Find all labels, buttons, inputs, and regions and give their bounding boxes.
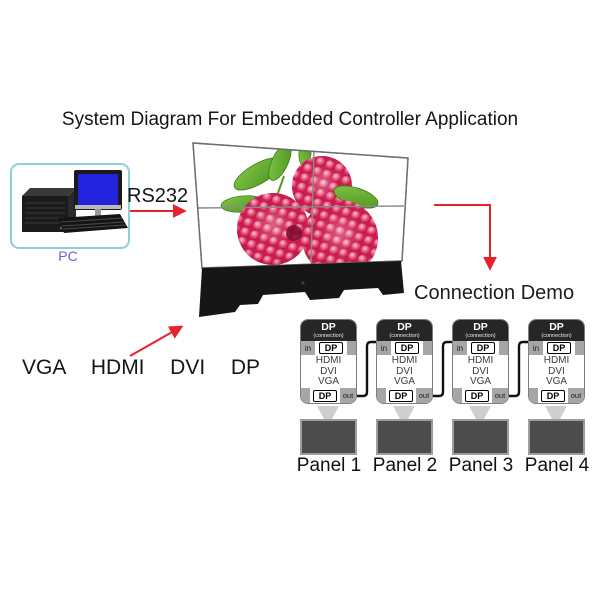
signal-hdmi: HDMI — [467, 354, 494, 366]
tab-spacer — [498, 341, 508, 355]
signal-dvi: DVI — [396, 365, 413, 377]
dp-in-port: DP — [318, 342, 344, 354]
dp-header-label: DP — [397, 321, 412, 333]
pc-illustration — [22, 170, 128, 233]
in-row: in DP — [529, 341, 584, 355]
down-funnel-arrows — [317, 406, 567, 419]
in-tab: in — [377, 341, 391, 355]
connection-box-4: DP (connection) in DP HDMI DVI VGA DP ou… — [528, 319, 585, 404]
connection-demo-arrow — [434, 204, 497, 271]
rs232-label: RS232 — [127, 185, 189, 207]
video-wall — [192, 142, 409, 317]
dp-in-port: DP — [546, 342, 572, 354]
signal-hdmi: HDMI — [391, 354, 418, 366]
tab-spacer — [422, 341, 432, 355]
panel-1-label: Panel 1 — [296, 455, 362, 476]
connection-box-1: DP (connection) in DP HDMI DVI VGA DP ou… — [300, 319, 357, 404]
out-row: DP out — [301, 388, 356, 403]
in-row: in DP — [301, 341, 356, 355]
wall-bezel-lines — [196, 150, 405, 266]
signal-list: HDMI DVI VGA — [377, 355, 432, 388]
page-title: System Diagram For Embedded Controller A… — [61, 109, 519, 130]
connection-subheader: (connection) — [313, 332, 344, 339]
connection-box-header: DP (connection) — [301, 320, 356, 341]
monitor-icon — [74, 170, 122, 222]
signal-vga: VGA — [317, 376, 340, 388]
out-tab: out — [567, 388, 584, 403]
signal-dvi: DVI — [548, 365, 565, 377]
dp-out-port: DP — [464, 389, 490, 402]
pc-group-box — [10, 163, 130, 249]
panel-2-label: Panel 2 — [372, 455, 438, 476]
in-tab: in — [529, 341, 543, 355]
out-row: DP out — [453, 388, 508, 403]
dp-out-port: DP — [540, 389, 566, 402]
panel-1 — [300, 419, 357, 455]
connection-subheader: (connection) — [465, 332, 496, 339]
signal-vga: VGA — [393, 376, 416, 388]
out-row: DP out — [529, 388, 584, 403]
inputs-arrow — [129, 325, 184, 357]
pc-label: PC — [58, 248, 78, 264]
keyboard-icon — [58, 214, 128, 233]
dp-out-port: DP — [388, 389, 414, 402]
out-tab: out — [339, 388, 356, 403]
signal-list: HDMI DVI VGA — [301, 355, 356, 388]
signal-list: HDMI DVI VGA — [529, 355, 584, 388]
in-tab: in — [453, 341, 467, 355]
out-row: DP out — [377, 388, 432, 403]
connection-box-header: DP (connection) — [377, 320, 432, 341]
in-tab: in — [301, 341, 315, 355]
inputs-label: VGA HDMI DVI DP — [22, 356, 261, 379]
dp-header-label: DP — [321, 321, 336, 333]
connection-demo-label: Connection Demo — [414, 282, 575, 304]
tab-spacer — [529, 388, 538, 403]
panel-4-label: Panel 4 — [524, 455, 590, 476]
signal-dvi: DVI — [472, 365, 489, 377]
signal-vga: VGA — [469, 376, 492, 388]
tab-spacer — [346, 341, 356, 355]
panel-4 — [528, 419, 585, 455]
signal-list: HDMI DVI VGA — [453, 355, 508, 388]
dp-header-label: DP — [549, 321, 564, 333]
signal-dvi: DVI — [320, 365, 337, 377]
panel-2 — [376, 419, 433, 455]
out-tab: out — [415, 388, 432, 403]
connection-box-header: DP (connection) — [529, 320, 584, 341]
connection-box-2: DP (connection) in DP HDMI DVI VGA DP ou… — [376, 319, 433, 404]
tab-spacer — [453, 388, 462, 403]
signal-vga: VGA — [545, 376, 568, 388]
signal-hdmi: HDMI — [543, 354, 570, 366]
in-row: in DP — [377, 341, 432, 355]
out-tab: out — [491, 388, 508, 403]
dp-out-port: DP — [312, 389, 338, 402]
tab-spacer — [377, 388, 386, 403]
connection-box-header: DP (connection) — [453, 320, 508, 341]
dp-in-port: DP — [394, 342, 420, 354]
raspberry-right — [302, 200, 378, 268]
connection-box-3: DP (connection) in DP HDMI DVI VGA DP ou… — [452, 319, 509, 404]
connection-subheader: (connection) — [389, 332, 420, 339]
tab-spacer — [574, 341, 584, 355]
raspberry-graphic — [220, 143, 379, 268]
wall-base — [199, 261, 404, 317]
panel-3-label: Panel 3 — [448, 455, 514, 476]
dp-in-port: DP — [470, 342, 496, 354]
tab-spacer — [301, 388, 310, 403]
raspberry-left — [237, 193, 309, 265]
dp-header-label: DP — [473, 321, 488, 333]
signal-hdmi: HDMI — [315, 354, 342, 366]
connection-subheader: (connection) — [541, 332, 572, 339]
daisy-chain-cables — [357, 340, 528, 398]
in-row: in DP — [453, 341, 508, 355]
panel-3 — [452, 419, 509, 455]
